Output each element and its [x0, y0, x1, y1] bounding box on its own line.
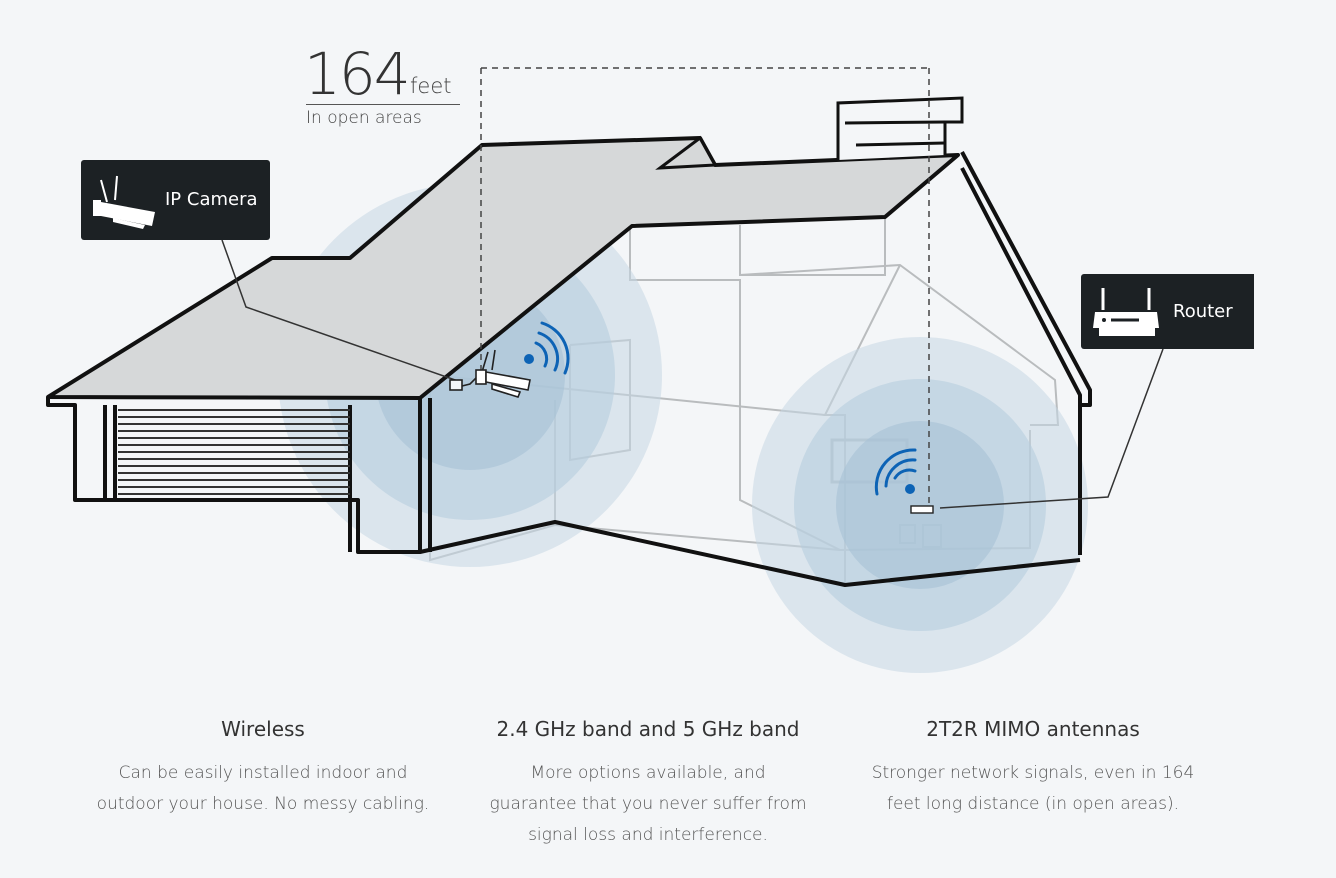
feature-description: Can be easily installed indoor and outdo…	[96, 763, 430, 814]
distance-unit: feet	[410, 74, 452, 98]
feature-title: 2T2R MIMO antennas	[926, 717, 1140, 741]
router-device	[910, 505, 934, 514]
outer-walls	[46, 151, 1092, 587]
callout-leader-lines	[221, 239, 1164, 509]
house-diagram	[46, 67, 1164, 673]
chimney	[836, 96, 964, 160]
camera-wifi-waves	[524, 321, 570, 375]
router-coverage-circles	[752, 337, 1088, 673]
distance-note: In open areas	[306, 108, 422, 128]
ip-camera-callout: IP Camera	[81, 160, 270, 240]
router-icon	[1093, 286, 1161, 343]
ip-camera-device	[449, 349, 531, 398]
distance-divider	[306, 104, 460, 105]
ip-camera-label: IP Camera	[165, 189, 258, 210]
feature-list: Wireless Can be easily installed indoor …	[0, 700, 1336, 878]
roof	[46, 135, 960, 400]
feature-description: Stronger network signals, even in 164 fe…	[871, 763, 1195, 814]
feature-mimo-antennas: 2T2R MIMO antennas Stronger network sign…	[843, 712, 1223, 820]
feature-wireless: Wireless Can be easily installed indoor …	[73, 712, 453, 820]
router-label: Router	[1173, 300, 1233, 322]
garage-door	[118, 409, 350, 495]
ip-camera-icon	[89, 170, 161, 235]
feature-title: 2.4 GHz band and 5 GHz band	[496, 717, 800, 741]
router-wifi-waves	[874, 448, 917, 496]
feature-title: Wireless	[221, 717, 305, 741]
distance-guide-lines	[480, 67, 930, 505]
router-callout: Router	[1081, 274, 1254, 349]
feature-description: More options available, and guarantee th…	[489, 763, 807, 845]
feature-dual-band: 2.4 GHz band and 5 GHz band More options…	[458, 712, 838, 851]
distance-value: 164	[304, 40, 411, 108]
house-illustration: 164 feet In open areas IP Camera	[46, 40, 1254, 673]
